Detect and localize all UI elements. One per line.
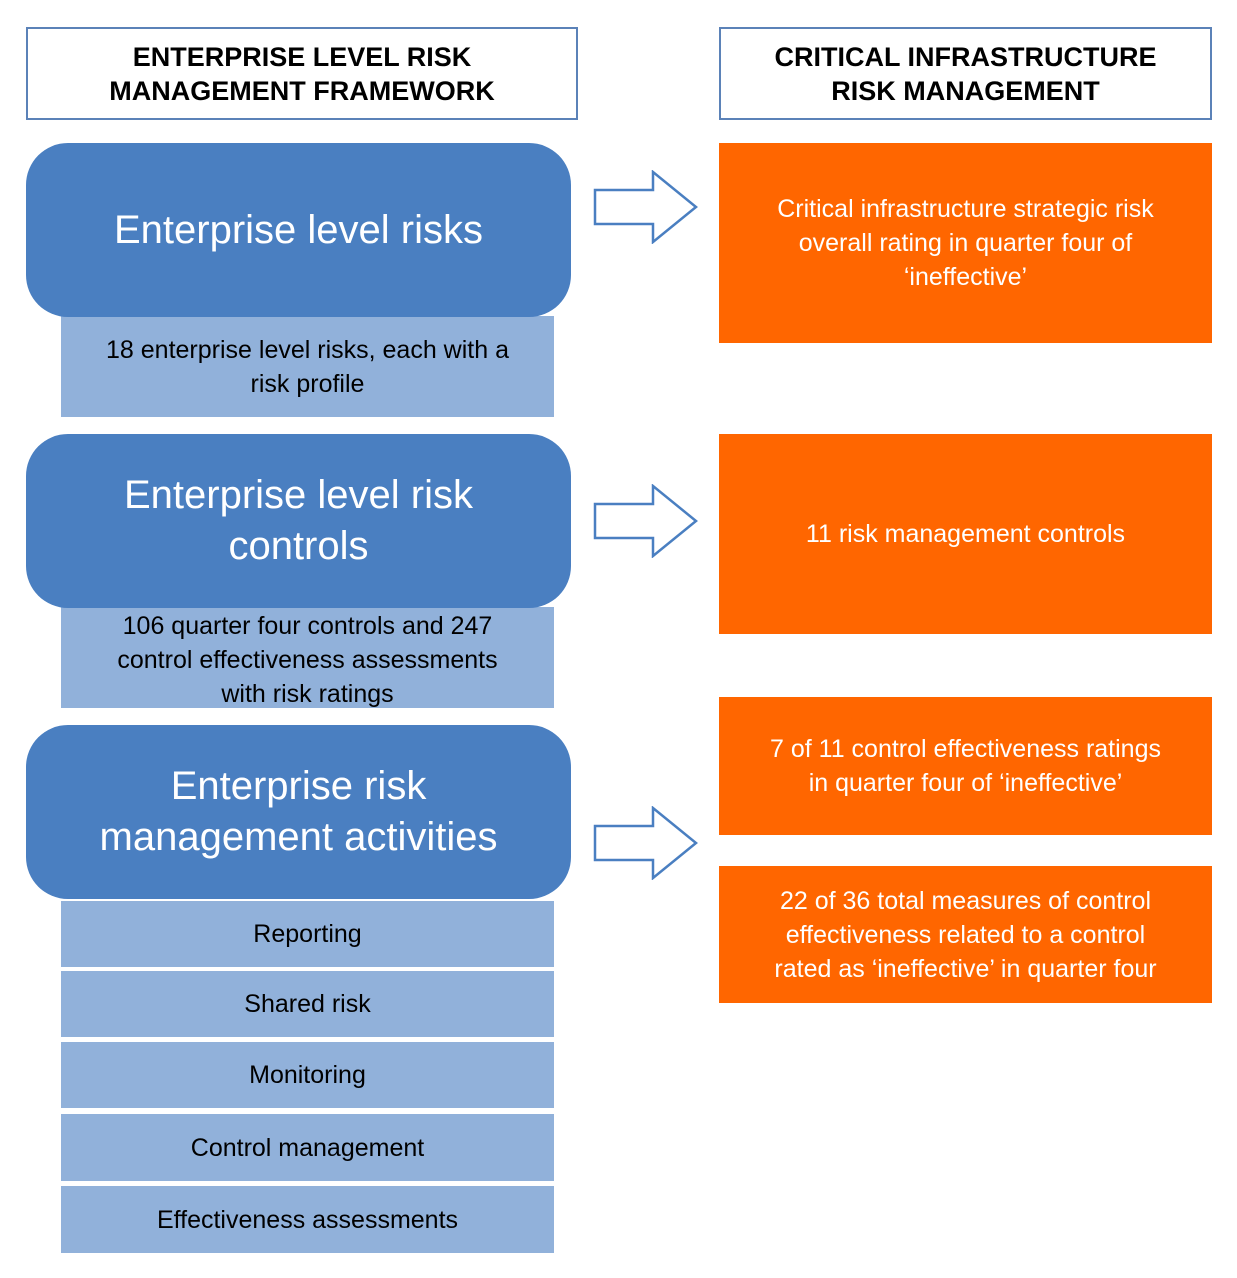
enterprise-risks-detail: 18 enterprise level risks, each with a r… xyxy=(61,316,554,417)
activity-item-reporting: Reporting xyxy=(61,901,554,967)
right-arrow-icon xyxy=(593,170,698,244)
enterprise-risk-management-activities-box: Enterprise risk management activities xyxy=(26,725,571,899)
enterprise-level-risk-controls-box: Enterprise level risk controls xyxy=(26,434,571,608)
enterprise-level-risks-box: Enterprise level risks xyxy=(26,143,571,317)
risk-management-controls-box: 11 risk management controls xyxy=(719,434,1212,634)
ineffective-measures-box: 22 of 36 total measures of control effec… xyxy=(719,866,1212,1003)
right-arrow-icon xyxy=(593,806,698,880)
strategic-risk-rating-box: Critical infrastructure strategic risk o… xyxy=(719,143,1212,343)
activity-item-shared-risk: Shared risk xyxy=(61,971,554,1037)
activity-item-monitoring: Monitoring xyxy=(61,1042,554,1108)
control-effectiveness-ratings-box: 7 of 11 control effectiveness ratings in… xyxy=(719,697,1212,835)
activity-item-control-management: Control management xyxy=(61,1114,554,1181)
right-arrow-icon xyxy=(593,484,698,558)
header-critical-infrastructure: CRITICAL INFRASTRUCTURE RISK MANAGEMENT xyxy=(719,27,1212,120)
enterprise-controls-detail: 106 quarter four controls and 247 contro… xyxy=(61,607,554,708)
header-enterprise-framework: ENTERPRISE LEVEL RISK MANAGEMENT FRAMEWO… xyxy=(26,27,578,120)
activity-item-effectiveness-assessments: Effectiveness assessments xyxy=(61,1186,554,1253)
